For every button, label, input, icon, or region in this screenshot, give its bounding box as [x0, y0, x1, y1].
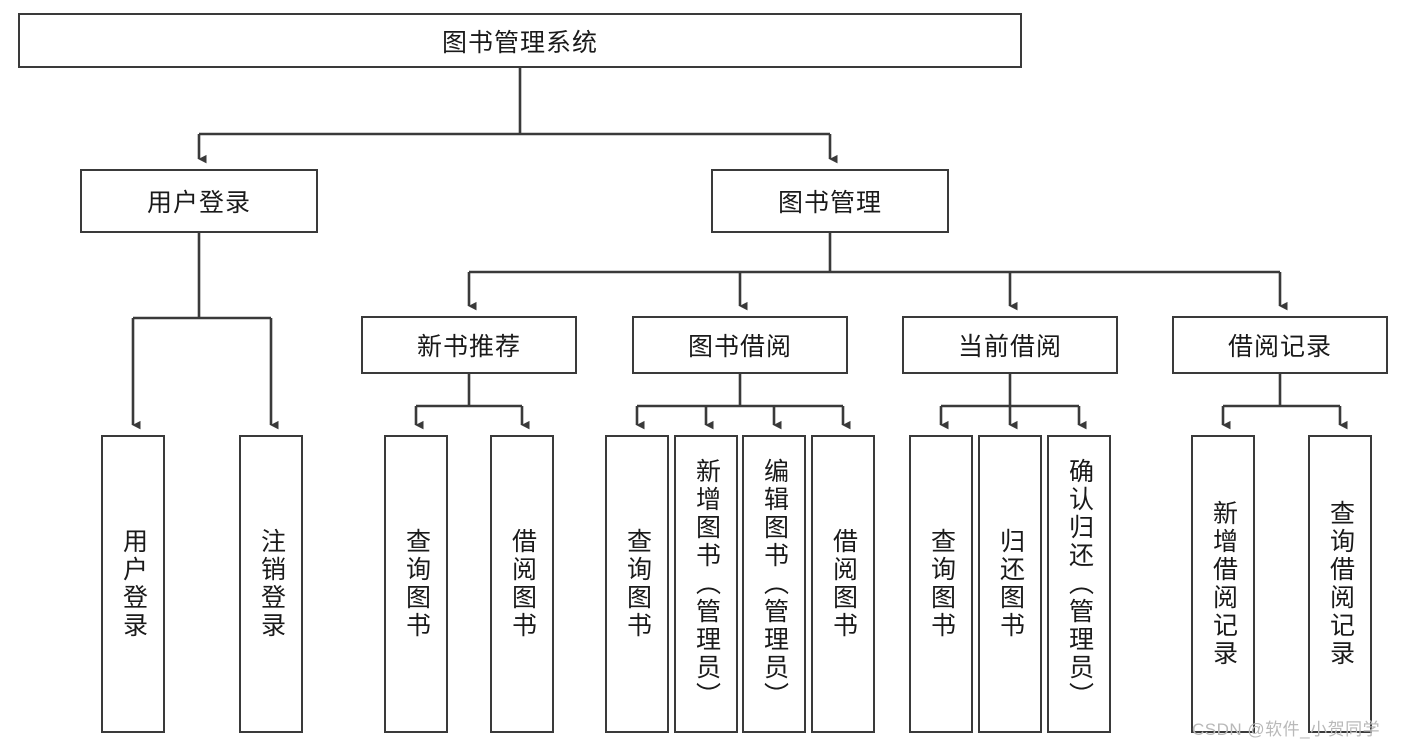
- node-book-management[interactable]: 图书管理: [711, 169, 949, 233]
- node-label: 查询借阅记录: [1326, 500, 1355, 668]
- node-label: 查询图书: [927, 528, 956, 640]
- node-label: 当前借阅: [957, 333, 1062, 361]
- node-label: 用户登录: [119, 528, 148, 640]
- leaf-logout-login[interactable]: 注销登录: [239, 435, 303, 733]
- node-new-book-recommend[interactable]: 新书推荐: [361, 316, 577, 374]
- node-book-borrow[interactable]: 图书借阅: [632, 316, 848, 374]
- node-label: 借阅图书: [829, 528, 858, 640]
- node-label: 确认归还（管理员）: [1065, 458, 1094, 710]
- node-root-system[interactable]: 图书管理系统: [18, 13, 1022, 68]
- csdn-watermark: CSDN @软件_小贺同学: [1192, 720, 1381, 739]
- node-label: 新增借阅记录: [1209, 500, 1238, 668]
- node-label: 借阅图书: [508, 528, 537, 640]
- node-label: 查询图书: [623, 528, 652, 640]
- node-label: 图书管理: [777, 189, 882, 217]
- leaf-current-query-book[interactable]: 查询图书: [909, 435, 973, 733]
- node-label: 用户登录: [146, 189, 251, 217]
- leaf-current-confirm-return-admin[interactable]: 确认归还（管理员）: [1047, 435, 1111, 733]
- node-user-login[interactable]: 用户登录: [80, 169, 318, 233]
- leaf-borrow-query-book[interactable]: 查询图书: [605, 435, 669, 733]
- node-label: 图书借阅: [687, 333, 792, 361]
- leaf-borrow-edit-book-admin[interactable]: 编辑图书（管理员）: [742, 435, 806, 733]
- node-label: 图书管理系统: [441, 28, 598, 57]
- node-label: 新书推荐: [416, 333, 521, 361]
- leaf-newbook-query-book[interactable]: 查询图书: [384, 435, 448, 733]
- node-label: 归还图书: [996, 528, 1025, 640]
- leaf-borrow-add-book-admin[interactable]: 新增图书（管理员）: [674, 435, 738, 733]
- leaf-newbook-borrow-book[interactable]: 借阅图书: [490, 435, 554, 733]
- node-label: 查询图书: [402, 528, 431, 640]
- leaf-user-login[interactable]: 用户登录: [101, 435, 165, 733]
- node-label: 新增图书（管理员）: [692, 458, 721, 710]
- node-current-borrow[interactable]: 当前借阅: [902, 316, 1118, 374]
- node-label: 编辑图书（管理员）: [760, 458, 789, 710]
- node-borrow-record[interactable]: 借阅记录: [1172, 316, 1388, 374]
- leaf-record-add-borrow-record[interactable]: 新增借阅记录: [1191, 435, 1255, 733]
- leaf-current-return-book[interactable]: 归还图书: [978, 435, 1042, 733]
- leaf-record-query-borrow-record[interactable]: 查询借阅记录: [1308, 435, 1372, 733]
- leaf-borrow-borrow-book[interactable]: 借阅图书: [811, 435, 875, 733]
- node-label: 注销登录: [257, 528, 286, 640]
- node-label: 借阅记录: [1227, 333, 1332, 361]
